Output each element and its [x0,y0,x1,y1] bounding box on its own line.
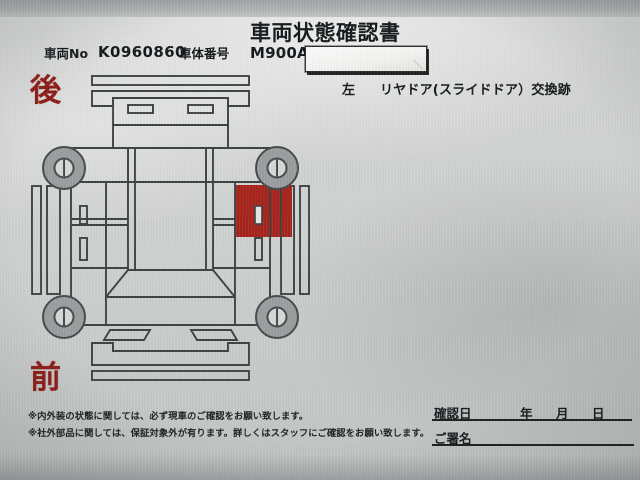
annotation-text: リヤドア(スライドドア）交換跡 [380,83,571,98]
door-handle-right-front-overlay [254,205,263,225]
vehicle-diagram [18,72,338,402]
direction-front-label: 前 [30,360,61,396]
body-no-label: 車体番号 [179,46,230,61]
rear-light-right [187,104,214,114]
day-label: 日 [592,406,605,421]
door-handle-right-rear [254,237,263,261]
side-sill-left-inner [46,185,61,295]
signature-name-label: ご署名 [434,431,472,446]
door-handle-left-rear [79,237,88,261]
side-sill-right-outer [299,185,310,295]
front-bumper-inner-bar [91,342,250,366]
page-title: 車両状態確認書 [250,21,401,45]
background-band-bottom [0,454,640,480]
front-headlight-left [102,329,152,341]
annotation-side-label: 左 [342,83,356,98]
confirmation-date-label: 確認日 [434,406,472,421]
direction-rear-label: 後 [30,73,61,109]
signature-name-underline [432,444,634,446]
year-label: 年 [520,406,533,421]
front-bumper-outer-bar [91,370,250,381]
side-sill-left-outer [31,185,42,295]
front-headlight-right [189,329,239,341]
rear-hatch-panel [112,97,229,126]
vehicle-no-label: 車両No [44,46,89,61]
rear-light-left [127,104,154,114]
hood-taper [105,269,236,298]
signature-block: 確認日 年 月 日 ご署名 [432,400,634,452]
footnote-interior-exterior: ※内外装の状態に関しては、必ず現車のご確認をお願い致します。 [28,411,309,422]
background-band-top [0,0,640,17]
wheel-group [42,146,299,339]
masking-sticker [305,46,427,72]
damage-mark-left-rear-door [236,185,292,237]
rear-roof-section [112,124,229,149]
vehicle-no-value: K0960860 [98,43,186,61]
signature-name-row: ご署名 [432,425,634,447]
confirmation-date-row: 確認日 年 月 日 [432,400,634,422]
footnote-aftermarket-parts: ※社外部品に関しては、保証対象外が有ります。詳しくはスタッフにご確認をお願い致し… [28,428,430,439]
month-label: 月 [556,406,569,421]
door-handle-left-front [79,205,88,225]
confirmation-date-underline [432,419,632,421]
damage-overlay-sill-right-inner [280,186,295,237]
roof-panel [127,147,214,271]
body-no-value: M900A- [250,44,316,62]
rear-bumper-outer-bar [91,75,250,86]
